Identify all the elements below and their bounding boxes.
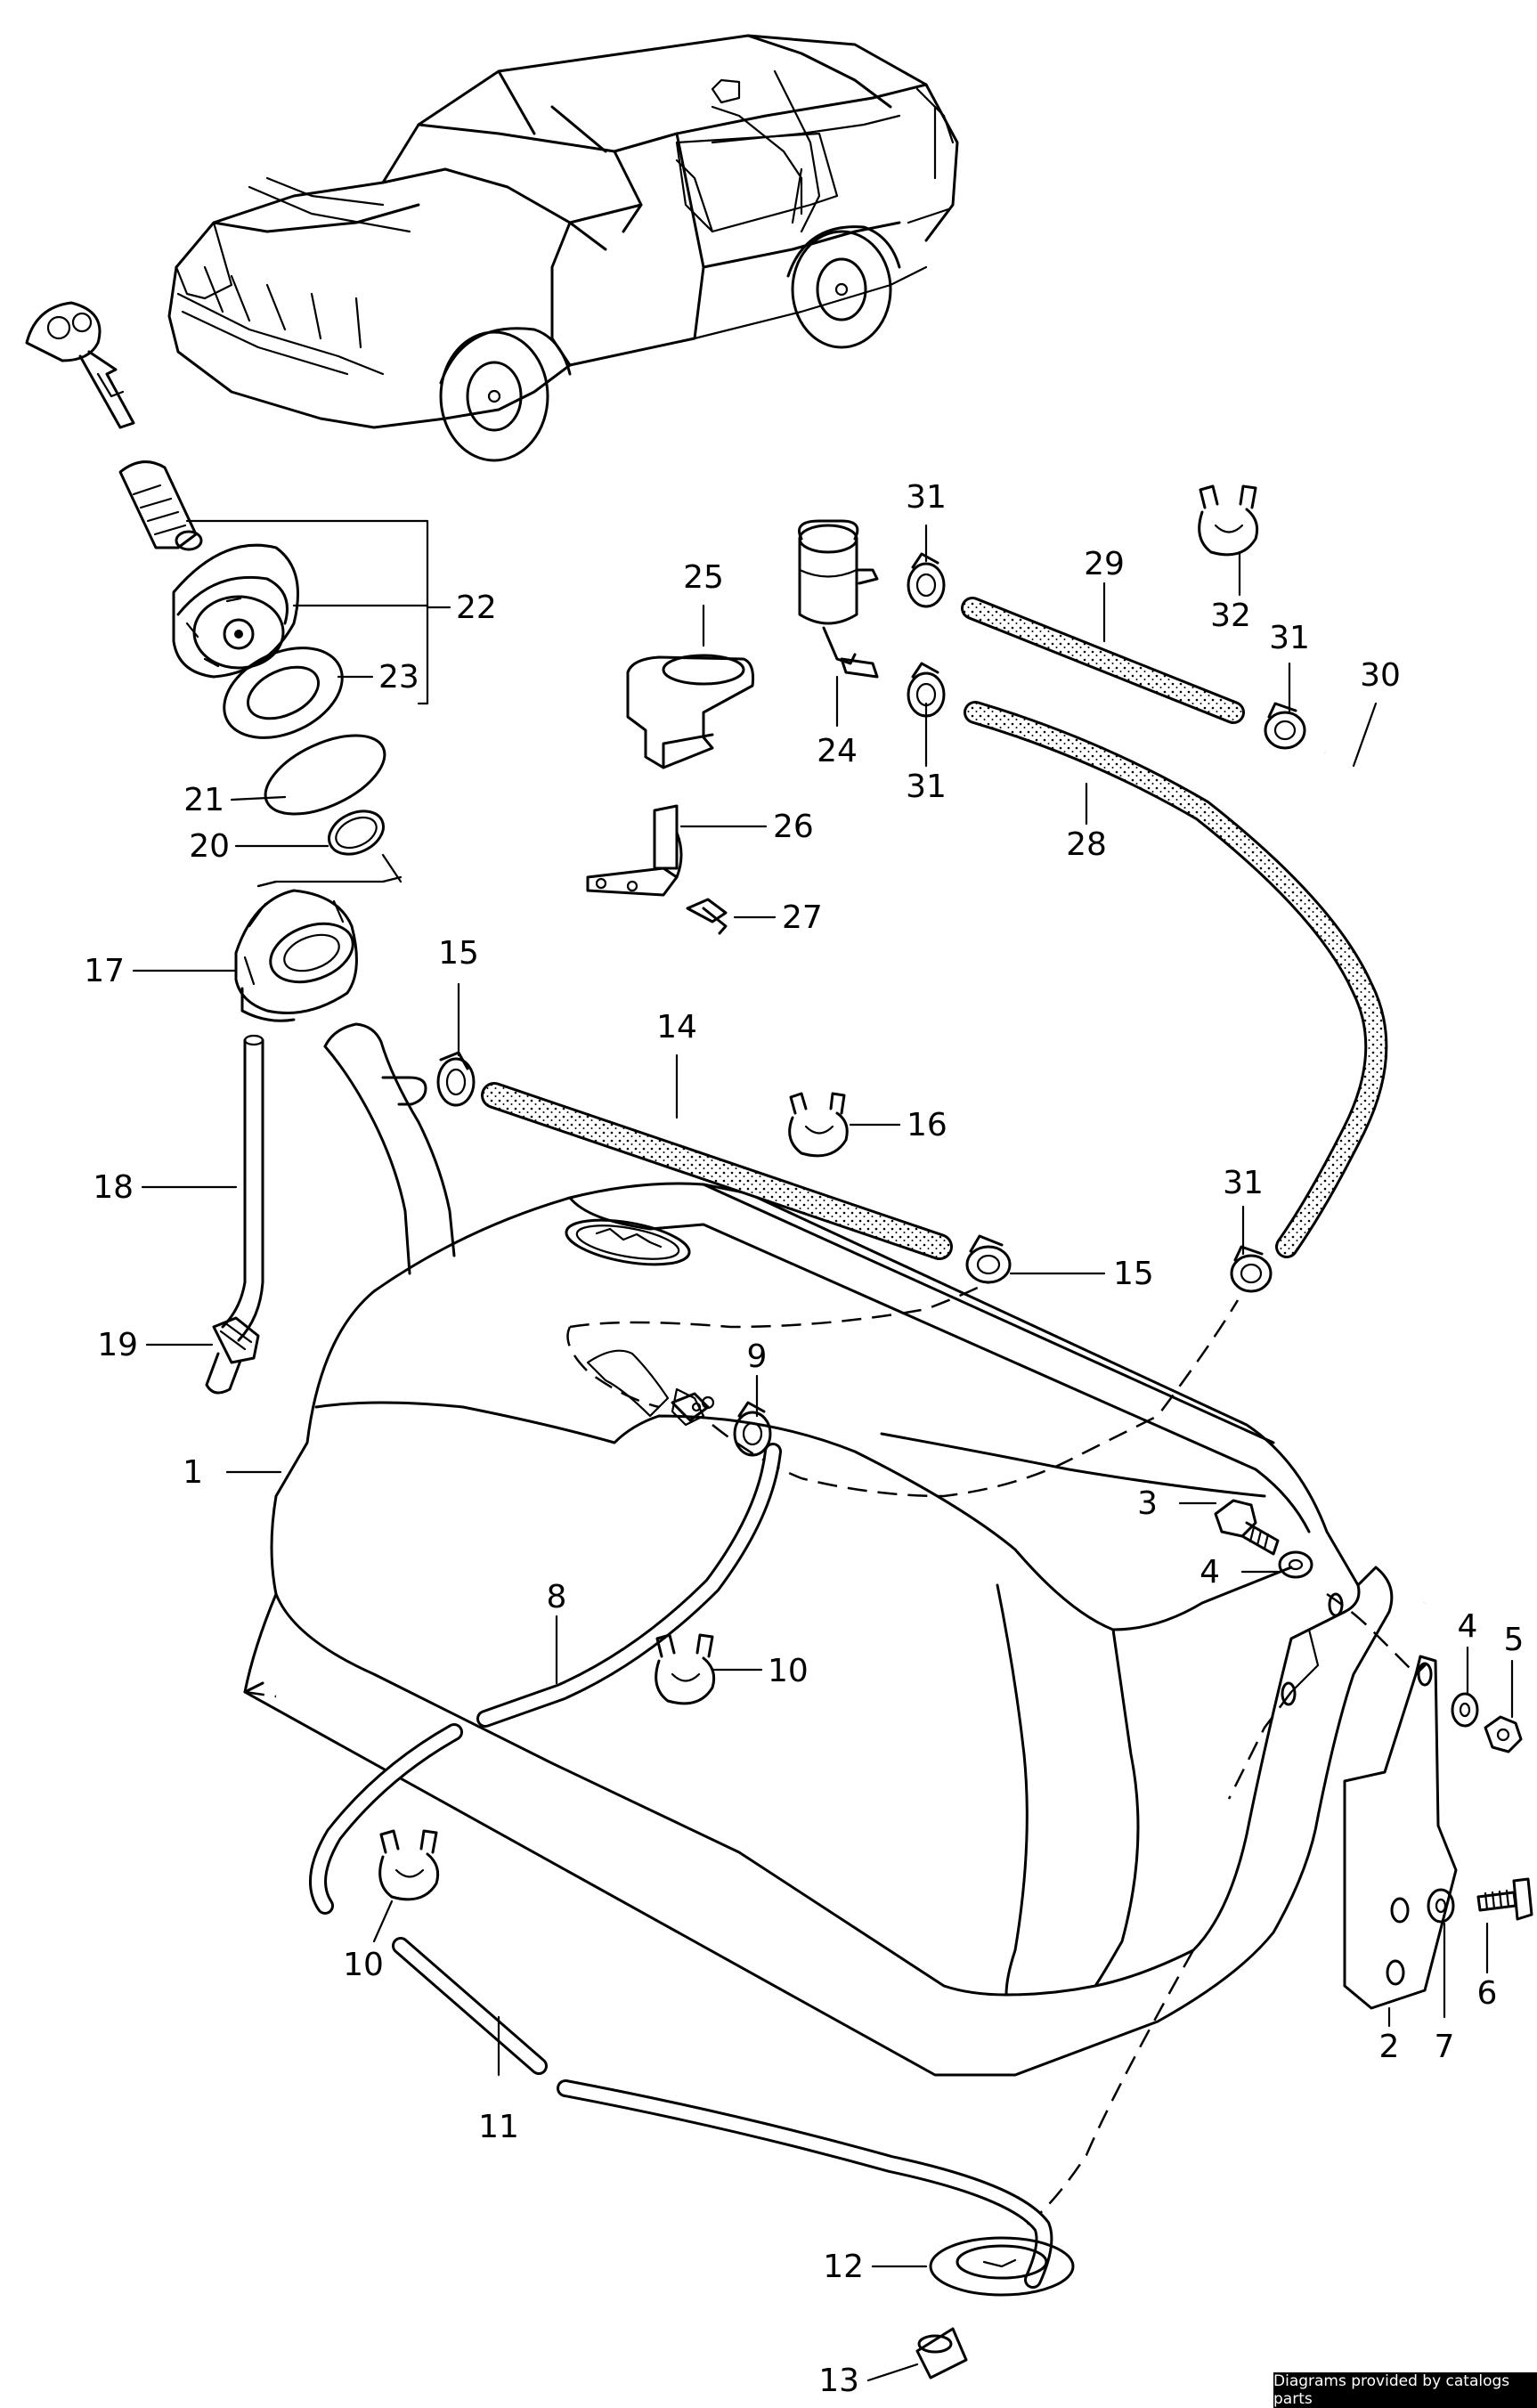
callout-7: 7 [1435,2029,1455,2065]
tie-line-bracket [1326,1592,1417,1675]
cap-gasket [223,647,344,739]
callout-29: 29 [1084,546,1125,582]
clamp-31-top [907,552,946,608]
callout-14: 14 [656,1009,697,1045]
fuel-tank [243,1022,1394,2077]
mounting-bracket [1343,1655,1458,2010]
callout-6: 6 [1477,1975,1498,2012]
callout-4-bracket: 4 [1458,1608,1478,1645]
valve-holder [626,654,754,769]
callout-1: 1 [183,1454,203,1491]
pin-27 [686,898,728,935]
spring-clamp-10-lower [378,1829,440,1901]
grommet [205,1316,260,1395]
callout-15-upper: 15 [438,935,479,972]
callout-2: 2 [1379,2029,1400,2065]
callout-28: 28 [1066,826,1107,863]
hose-10-connector [309,1723,463,1915]
callout-22: 22 [456,590,497,626]
leader-lines [132,519,1514,2382]
callout-24: 24 [817,733,858,769]
callout-4-tank: 4 [1200,1554,1220,1590]
callout-27: 27 [782,899,823,936]
hose-clamp-15-upper [436,1051,476,1107]
callout-25: 25 [683,559,724,596]
callout-20: 20 [189,828,230,865]
seal-ring [328,809,385,856]
callout-31-middle: 31 [906,769,947,805]
callout-11: 11 [478,2109,519,2145]
washer-tank [1278,1550,1313,1579]
hose-clamp-15-lower [965,1234,1012,1284]
washer-lower [1427,1888,1455,1924]
hose-14 [481,1082,953,1260]
callout-17: 17 [84,953,125,989]
fuel-filler-cap [172,543,299,679]
callout-23: 23 [378,659,419,696]
callout-5: 5 [1504,1622,1525,1658]
hose-8 [476,1443,782,1728]
clamp-31-right [1264,702,1306,750]
clamp-9 [733,1401,772,1457]
callout-9: 9 [747,1338,768,1375]
callout-32: 32 [1210,598,1251,634]
callout-10-upper: 10 [768,1653,809,1689]
callout-31-right: 31 [1269,620,1310,656]
hose-29 [961,597,1245,724]
drain-plug [915,2327,968,2380]
callout-15-lower: 15 [1113,1256,1154,1292]
callout-12: 12 [823,2249,864,2285]
callout-labels: 1 2 3 4 4 5 6 7 8 9 10 10 11 12 13 14 15… [84,479,1524,2399]
drain-gasket [929,2236,1075,2297]
callout-18: 18 [93,1169,134,1206]
callout-3: 3 [1137,1485,1158,1522]
callout-31-top: 31 [906,479,947,516]
callout-26: 26 [773,809,814,845]
spring-clamp-32 [1198,484,1259,557]
car-illustration [167,34,959,462]
spring-clamp-10-upper [655,1633,716,1705]
callout-31-lower: 31 [1223,1165,1264,1201]
holder-bracket [586,804,683,897]
callout-16: 16 [907,1107,947,1143]
tie-line-left [244,1690,277,1698]
hex-bolt-small [1476,1877,1533,1921]
spring-clamp-16 [788,1092,849,1158]
washer-upper [1451,1692,1479,1728]
vent-hose-30 [1321,746,1496,1606]
filler-neck [234,889,358,1022]
hex-bolt [1214,1499,1280,1556]
tie-line-drain [1023,1949,1195,2228]
callout-21: 21 [183,782,224,818]
clamp-31-lower [1230,1245,1273,1293]
hose-28 [964,701,1388,1258]
callout-19: 19 [97,1327,138,1363]
hex-nut [1484,1715,1523,1753]
callout-10-lower: 10 [343,1947,384,1983]
lock-cylinder [118,460,203,551]
banjo-fitting [671,1392,710,1422]
breather-valve [798,519,879,679]
callout-30: 30 [1360,657,1401,694]
callout-13: 13 [818,2363,859,2399]
credit-banner: Diagrams provided by catalogs parts [1273,2372,1537,2408]
retaining-ring [264,734,386,816]
hose-11 [392,1937,1053,2289]
callout-8: 8 [547,1579,567,1615]
tie-line-bracket-2 [1227,1691,1292,1800]
fuel-cap-key [25,301,135,429]
